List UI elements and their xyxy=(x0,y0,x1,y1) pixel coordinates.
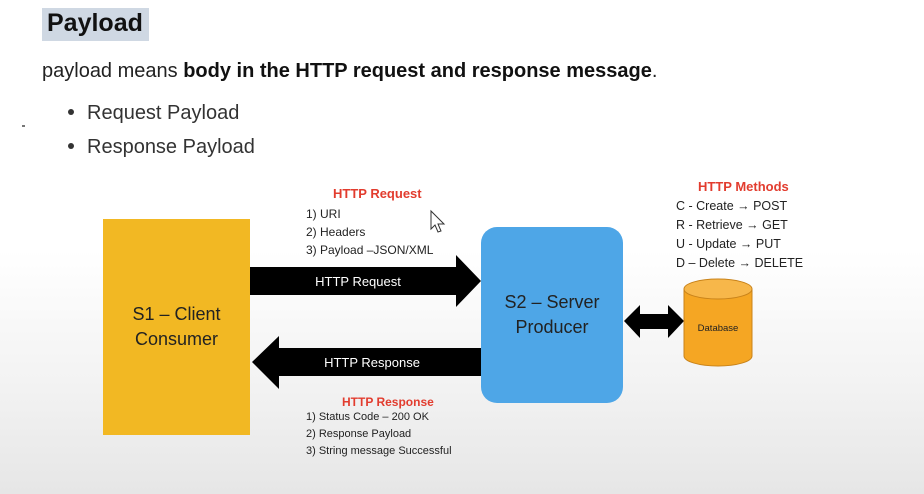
response-items-list: 1) Status Code – 200 OK 2) Response Payl… xyxy=(306,409,452,460)
bullet-dot-icon xyxy=(68,108,74,115)
response-heading: HTTP Response xyxy=(342,395,434,409)
request-item: 3) Payload –JSON/XML xyxy=(306,243,434,257)
server-box: S2 – Server Producer xyxy=(481,227,623,403)
response-item: 3) String message Successful xyxy=(306,445,452,457)
method-item: U - Update → PUT xyxy=(676,237,781,251)
intro-suffix: . xyxy=(651,60,658,82)
intro-text: payload means body in the HTTP request a… xyxy=(42,60,657,83)
slide-title: Payload xyxy=(42,8,149,41)
bullet-dot-icon xyxy=(68,142,74,149)
database-label: Database xyxy=(698,323,739,334)
request-item: 1) URI xyxy=(306,207,341,221)
client-label-line1: S1 – Client xyxy=(132,304,221,324)
request-item: 2) Headers xyxy=(306,225,366,239)
methods-list: C - Create → POST R - Retrieve → GET U -… xyxy=(676,197,803,273)
client-label-line2: Consumer xyxy=(134,329,219,349)
server-label-line1: S2 – Server xyxy=(504,292,600,312)
method-item: C - Create → POST xyxy=(676,199,788,213)
methods-heading: HTTP Methods xyxy=(698,179,789,194)
client-box: S1 – Client Consumer xyxy=(103,219,250,435)
response-item: 2) Response Payload xyxy=(306,428,412,440)
response-arrow-label: HTTP Response xyxy=(324,355,420,370)
method-item: D – Delete → DELETE xyxy=(676,256,804,270)
stray-mark xyxy=(22,125,25,127)
request-items-list: 1) URI 2) Headers 3) Payload –JSON/XML xyxy=(306,205,433,259)
response-arrow xyxy=(252,336,481,389)
method-item: R - Retrieve → GET xyxy=(676,218,788,232)
intro-prefix: payload means xyxy=(42,60,184,82)
request-heading: HTTP Request xyxy=(333,186,422,201)
bullet-response-payload: Response Payload xyxy=(68,136,255,159)
response-item: 1) Status Code – 200 OK xyxy=(306,411,429,423)
database-icon xyxy=(683,278,753,367)
request-arrow-label: HTTP Request xyxy=(315,274,401,289)
bullet-request-payload: Request Payload xyxy=(68,102,239,125)
bullet-text: Response Payload xyxy=(87,136,255,158)
intro-bold: body in the HTTP request and response me… xyxy=(183,60,652,82)
server-label-line2: Producer xyxy=(515,317,589,337)
bullet-text: Request Payload xyxy=(87,102,240,124)
mouse-pointer-icon xyxy=(430,209,446,233)
double-arrow xyxy=(624,305,684,338)
request-arrow xyxy=(250,255,481,307)
